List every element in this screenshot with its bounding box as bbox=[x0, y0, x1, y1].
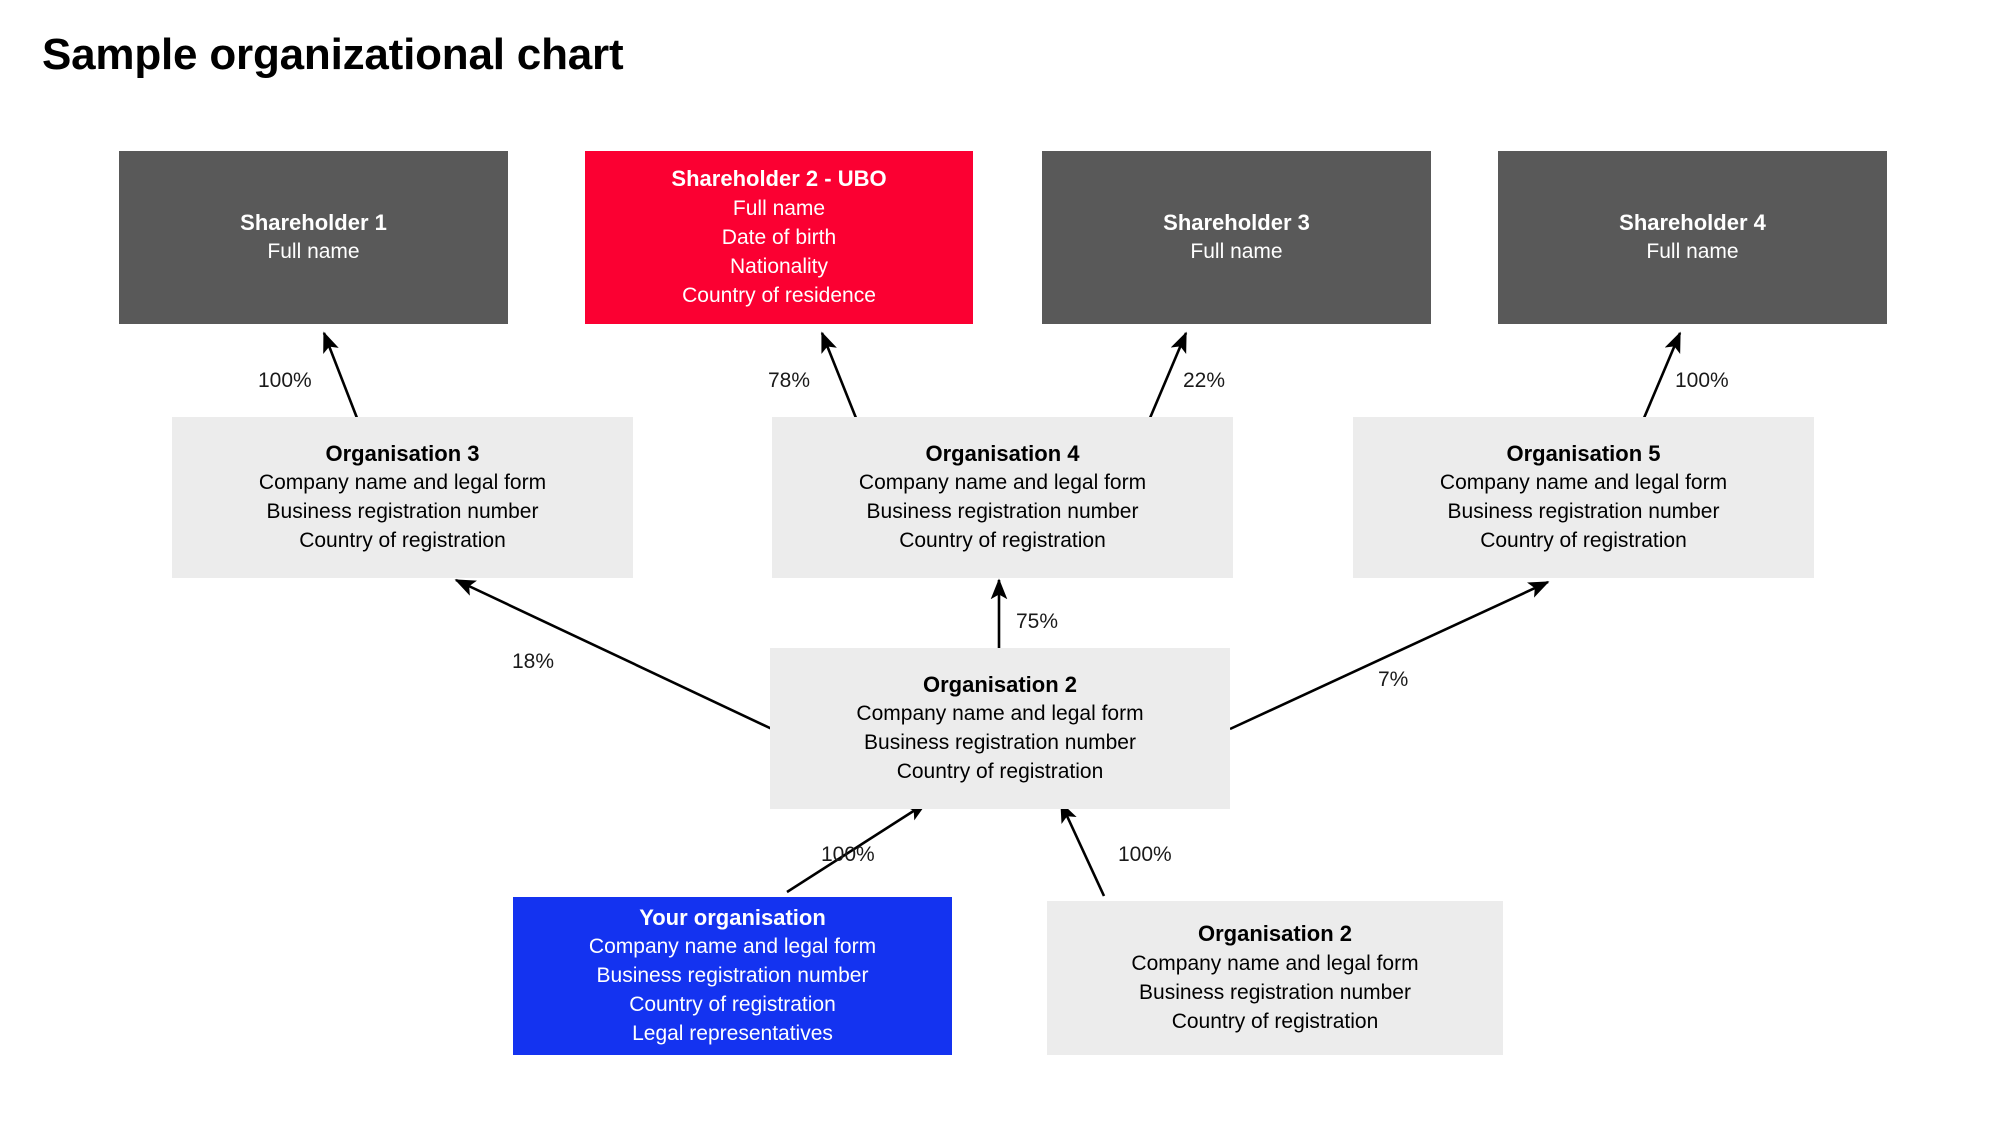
edge-org4-to-shareholder2 bbox=[820, 331, 858, 419]
node-title: Organisation 2 bbox=[922, 671, 1078, 697]
node-detail-line: Company name and legal form bbox=[258, 471, 547, 495]
node-detail-line: Business registration number bbox=[596, 964, 869, 988]
node-detail-line: Company name and legal form bbox=[856, 702, 1144, 726]
node-detail-line: Full name bbox=[1646, 240, 1739, 264]
edge-label-org2bottom-org2: 100% bbox=[1118, 843, 1172, 866]
node-organisation-2-middle[interactable]: Organisation 2 Company name and legal fo… bbox=[770, 648, 1230, 809]
node-detail-line: Business registration number bbox=[866, 500, 1139, 524]
edge-label-org2-org4: 75% bbox=[1016, 610, 1059, 633]
node-detail-line: Country of residence bbox=[682, 283, 876, 307]
node-title: Shareholder 3 bbox=[1163, 209, 1310, 235]
node-detail-line: Full name bbox=[267, 240, 360, 264]
node-title: Organisation 3 bbox=[325, 440, 480, 466]
node-title: Organisation 5 bbox=[1506, 440, 1661, 466]
edge-label-org4-shareholder2: 78% bbox=[768, 369, 811, 392]
node-detail-line: Country of registration bbox=[896, 760, 1104, 784]
edge-label-org2-org5: 7% bbox=[1378, 668, 1409, 691]
node-detail-line: Business registration number bbox=[864, 731, 1136, 755]
node-detail-line: Country of registration bbox=[629, 993, 836, 1017]
edge-label-org5-shareholder4: 100% bbox=[1675, 369, 1729, 392]
node-detail-line: Country of registration bbox=[899, 529, 1106, 553]
node-title: Your organisation bbox=[639, 904, 826, 930]
node-organisation-3[interactable]: Organisation 3 Company name and legal fo… bbox=[172, 417, 633, 578]
node-organisation-5[interactable]: Organisation 5 Company name and legal fo… bbox=[1353, 417, 1814, 578]
edge-org4-to-shareholder3 bbox=[1148, 331, 1188, 419]
edge-label-yourorg-org2: 100% bbox=[821, 843, 875, 866]
edge-label-org3-shareholder1: 100% bbox=[258, 369, 312, 392]
edge-org2-to-org5 bbox=[1229, 580, 1550, 731]
edge-org2bottom-to-org2 bbox=[1059, 801, 1106, 897]
node-detail-line: Business registration number bbox=[1447, 500, 1720, 524]
node-your-organisation[interactable]: Your organisation Company name and legal… bbox=[513, 897, 952, 1055]
node-organisation-2-bottom[interactable]: Organisation 2 Company name and legal fo… bbox=[1047, 901, 1503, 1055]
node-detail-line: Nationality bbox=[729, 254, 829, 278]
node-detail-line: Business registration number bbox=[266, 500, 539, 524]
node-detail-line: Full name bbox=[732, 196, 826, 220]
edge-org3-to-shareholder1 bbox=[322, 331, 359, 419]
node-detail-line: Company name and legal form bbox=[1439, 471, 1728, 495]
edge-org2-to-org3 bbox=[454, 578, 773, 731]
node-detail-line: Full name bbox=[1190, 240, 1283, 264]
node-title: Organisation 4 bbox=[925, 440, 1080, 466]
node-detail-line: Company name and legal form bbox=[1131, 951, 1419, 975]
node-detail-line: Date of birth bbox=[721, 225, 837, 249]
node-detail-line: Country of registration bbox=[1171, 1009, 1379, 1033]
node-title: Shareholder 4 bbox=[1619, 209, 1766, 235]
edge-label-org4-shareholder3: 22% bbox=[1183, 369, 1226, 392]
node-title: Organisation 2 bbox=[1197, 921, 1353, 947]
node-title: Shareholder 1 bbox=[240, 209, 387, 235]
node-detail-line: Company name and legal form bbox=[858, 471, 1147, 495]
node-shareholder-4[interactable]: Shareholder 4 Full name bbox=[1498, 151, 1887, 324]
page-title: Sample organizational chart bbox=[42, 30, 624, 79]
edge-label-org2-org3: 18% bbox=[512, 650, 555, 673]
node-organisation-4[interactable]: Organisation 4 Company name and legal fo… bbox=[772, 417, 1233, 578]
node-detail-line: Country of registration bbox=[299, 529, 506, 553]
node-detail-line: Country of registration bbox=[1480, 529, 1687, 553]
node-detail-line: Legal representatives bbox=[632, 1022, 833, 1046]
node-shareholder-2-ubo[interactable]: Shareholder 2 - UBO Full name Date of bi… bbox=[585, 151, 973, 324]
node-detail-line: Business registration number bbox=[1139, 980, 1411, 1004]
node-shareholder-1[interactable]: Shareholder 1 Full name bbox=[119, 151, 508, 324]
node-title: Shareholder 2 - UBO bbox=[671, 166, 887, 192]
node-shareholder-3[interactable]: Shareholder 3 Full name bbox=[1042, 151, 1431, 324]
node-detail-line: Company name and legal form bbox=[588, 935, 877, 959]
